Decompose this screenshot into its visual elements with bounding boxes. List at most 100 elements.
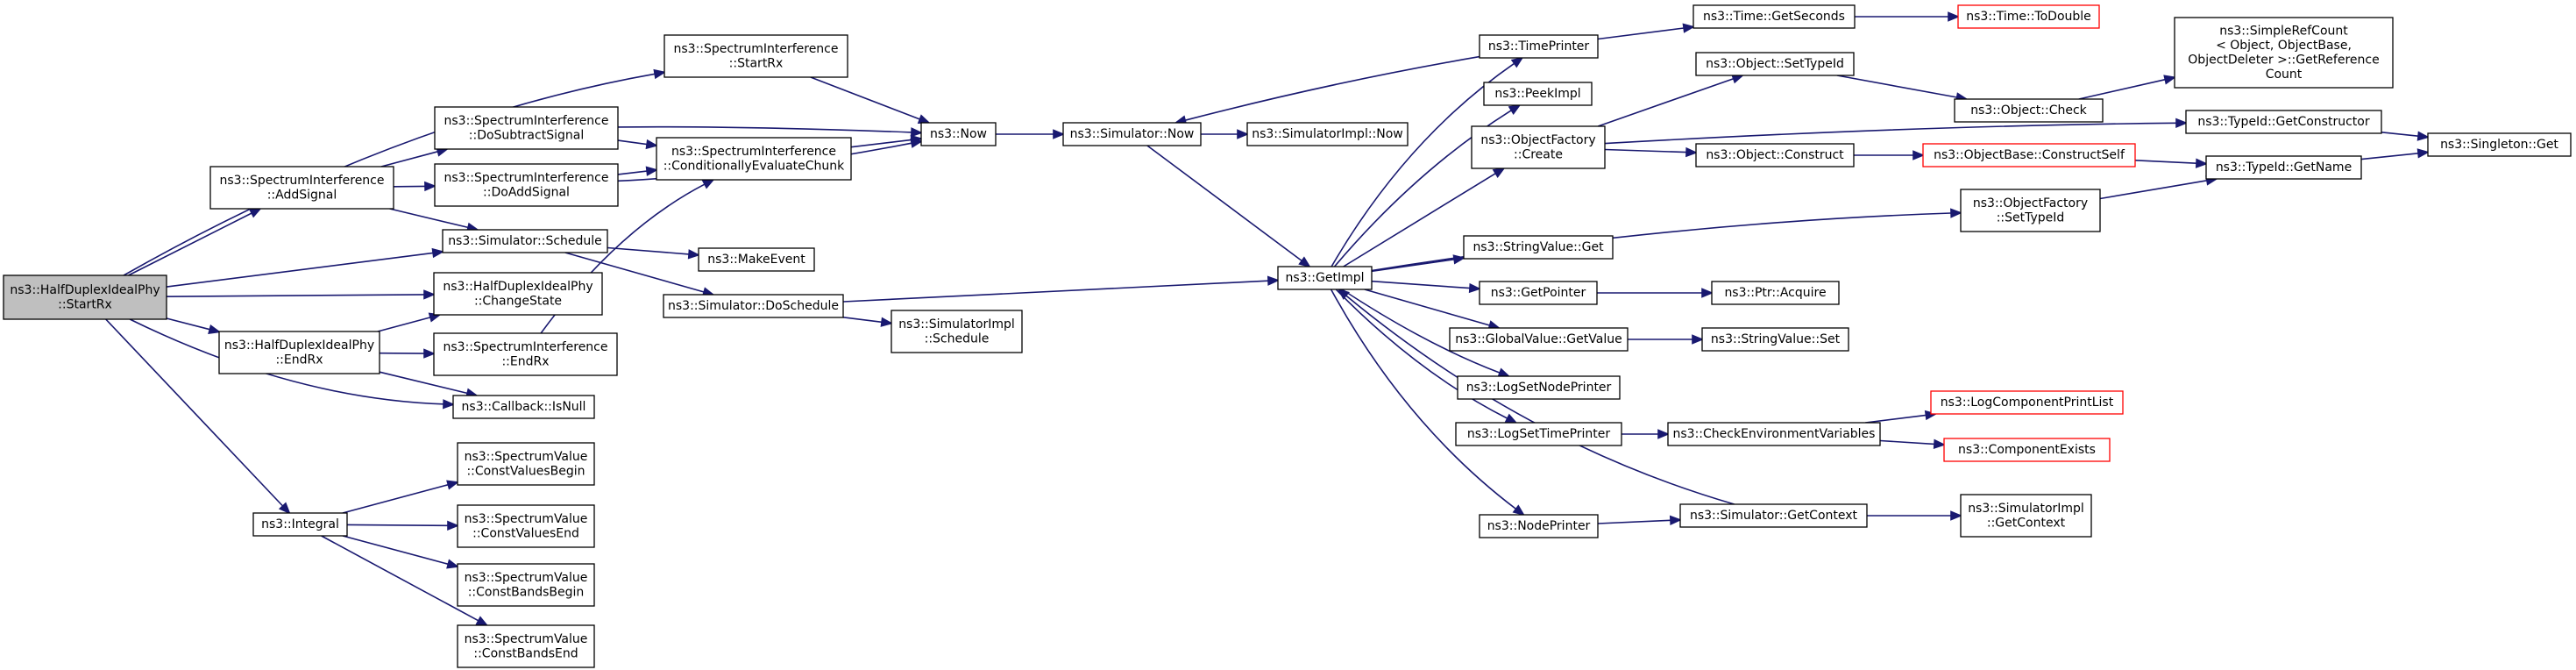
node-settypeid-obj[interactable]: ns3::Object::SetTypeId — [1695, 52, 1855, 76]
node-label: ns3::ObjectFactory — [1973, 196, 2088, 210]
node-label: ns3::Time::ToDouble — [1966, 10, 2091, 24]
node-si-endrx[interactable]: ns3::SpectrumInterference::EndRx — [433, 332, 618, 376]
node-changestate[interactable]: ns3::HalfDuplexIdealPhy::ChangeState — [433, 272, 603, 316]
edge-addsignal-to-doaddsignal — [393, 181, 437, 192]
node-svget[interactable]: ns3::StringValue::Get — [1463, 235, 1614, 260]
node-checkenv[interactable]: ns3::CheckEnvironmentVariables — [1667, 422, 1881, 446]
node-isnull[interactable]: ns3::Callback::IsNull — [452, 395, 595, 419]
edge-ofcreate-to-objconstruct — [1604, 146, 1699, 158]
arrowhead — [1053, 129, 1066, 139]
node-integral[interactable]: ns3::Integral — [252, 512, 348, 537]
edge-checkenv-to-logcomplist — [1865, 410, 1938, 424]
node-getimpl[interactable]: ns3::GetImpl — [1277, 266, 1373, 290]
edge-line — [1371, 280, 1471, 289]
node-box — [698, 247, 815, 272]
node-cvb[interactable]: ns3::SpectrumValue::ConstValuesBegin — [457, 442, 595, 486]
edge-ofsettypeid-to-getname — [2099, 175, 2218, 200]
node-label: ::ConstValuesEnd — [472, 526, 579, 540]
node-ofsettypeid[interactable]: ns3::ObjectFactory::SetTypeId — [1960, 189, 2101, 232]
node-condeval[interactable]: ns3::SpectrumInterference::Conditionally… — [656, 137, 852, 181]
node-simimplnow[interactable]: ns3::SimulatorImpl::Now — [1246, 122, 1409, 146]
node-makeevent[interactable]: ns3::MakeEvent — [698, 247, 815, 272]
node-box — [457, 624, 595, 668]
node-label: ns3::StringValue::Set — [1711, 332, 1841, 346]
node-singleton[interactable]: ns3::Singleton::Get — [2427, 132, 2572, 157]
node-getpointer[interactable]: ns3::GetPointer — [1479, 281, 1598, 305]
edge-objcheck-to-simplerefcount — [2078, 75, 2177, 100]
edge-getpointer-to-ptracquire — [1597, 288, 1714, 298]
node-box — [2205, 155, 2362, 180]
arrowhead — [278, 502, 291, 515]
edge-line — [617, 170, 648, 175]
node-ptracquire[interactable]: ns3::Ptr::Acquire — [1711, 281, 1840, 305]
node-box — [1711, 281, 1840, 305]
edge-simnow-to-getimpl — [1146, 145, 1311, 268]
node-getconstructor[interactable]: ns3::TypeId::GetConstructor — [2185, 110, 2382, 134]
node-getseconds[interactable]: ns3::Time::GetSeconds — [1692, 4, 1856, 29]
node-box — [1954, 98, 2104, 123]
node-label: ::Create — [1514, 147, 1563, 161]
node-label: ns3::HalfDuplexIdealPhy — [443, 280, 593, 294]
node-box — [1455, 422, 1622, 446]
node-timeprinter[interactable]: ns3::TimePrinter — [1479, 34, 1599, 59]
node-gvgetvalue[interactable]: ns3::GlobalValue::GetValue — [1449, 327, 1629, 352]
edge-ofcreate-to-settypeid-obj — [1597, 74, 1745, 127]
node-si-startrx[interactable]: ns3::SpectrumInterference::StartRx — [664, 34, 848, 78]
arrowhead — [447, 520, 460, 531]
node-compexists[interactable]: ns3::ComponentExists — [1943, 438, 2111, 462]
node-simgetcontext[interactable]: ns3::Simulator::GetContext — [1679, 503, 1868, 528]
node-now[interactable]: ns3::Now — [920, 122, 997, 146]
node-peekimpl[interactable]: ns3::PeekImpl — [1483, 82, 1593, 106]
node-nodeprinter[interactable]: ns3::NodePrinter — [1479, 514, 1599, 538]
node-label: ns3::SpectrumInterference — [220, 174, 385, 188]
node-simplerefcount[interactable]: ns3::SimpleRefCount< Object, ObjectBase,… — [2174, 17, 2394, 89]
edge-line — [1879, 439, 1935, 445]
edge-line — [377, 317, 431, 332]
node-label: ::GetContext — [1987, 516, 2066, 530]
node-simimplschedule[interactable]: ns3::SimulatorImpl::Schedule — [891, 310, 1023, 353]
node-svset[interactable]: ns3::StringValue::Set — [1701, 327, 1849, 352]
node-todouble[interactable]: ns3::Time::ToDouble — [1957, 4, 2100, 29]
arrowhead — [2195, 158, 2209, 168]
node-doschedule[interactable]: ns3::Simulator::DoSchedule — [663, 294, 844, 318]
edge-line — [1371, 212, 1952, 272]
arrowhead — [645, 166, 659, 176]
arrowhead — [1504, 413, 1518, 424]
node-cbb[interactable]: ns3::SpectrumValue::ConstBandsBegin — [457, 563, 595, 607]
arrowhead — [1512, 504, 1525, 517]
node-label: ::ConditionallyEvaluateChunk — [664, 159, 845, 173]
arrowhead — [475, 616, 489, 627]
node-constructself[interactable]: ns3::ObjectBase::ConstructSelf — [1922, 143, 2136, 168]
node-logtime[interactable]: ns3::LogSetTimePrinter — [1455, 422, 1622, 446]
node-objconstruct[interactable]: ns3::Object::Construct — [1695, 143, 1855, 168]
node-cbe[interactable]: ns3::SpectrumValue::ConstBandsEnd — [457, 624, 595, 668]
node-simimplgetcontext[interactable]: ns3::SimulatorImpl::GetContext — [1960, 494, 2092, 538]
arrowhead — [208, 324, 222, 334]
arrowhead — [1950, 208, 1963, 218]
node-endrx[interactable]: ns3::HalfDuplexIdealPhy::EndRx — [218, 331, 380, 374]
node-label: ::StartRx — [58, 297, 112, 311]
arrowhead — [880, 317, 894, 327]
edge-line — [2381, 132, 2419, 137]
node-doaddsignal[interactable]: ns3::SpectrumInterference::DoAddSignal — [434, 163, 619, 207]
node-schedule[interactable]: ns3::Simulator::Schedule — [442, 229, 608, 253]
node-logcomplist[interactable]: ns3::LogComponentPrintList — [1930, 390, 2124, 415]
node-ofcreate[interactable]: ns3::ObjectFactory::Create — [1471, 125, 1606, 169]
node-simnow[interactable]: ns3::Simulator::Now — [1062, 122, 1202, 146]
edge-doaddsignal-to-condeval — [617, 166, 659, 176]
arrowhead — [1933, 438, 1947, 450]
node-label: ns3::SimulatorImpl — [1968, 502, 2084, 516]
node-addsignal[interactable]: ns3::SpectrumInterference::AddSignal — [209, 166, 394, 210]
node-cve[interactable]: ns3::SpectrumValue::ConstValuesEnd — [457, 504, 595, 548]
node-objcheck[interactable]: ns3::Object::Check — [1954, 98, 2104, 123]
node-startrx[interactable]: ns3::HalfDuplexIdealPhy::StartRx — [3, 274, 167, 320]
node-box — [2174, 17, 2394, 89]
arrowhead — [1497, 367, 1511, 378]
node-getname[interactable]: ns3::TypeId::GetName — [2205, 155, 2362, 180]
node-dosubtract[interactable]: ns3::SpectrumInterference::DoSubtractSig… — [434, 106, 619, 150]
edge-line — [1865, 414, 1927, 424]
node-label: < Object, ObjectBase, — [2216, 39, 2352, 53]
node-lognode[interactable]: ns3::LogSetNodePrinter — [1457, 375, 1621, 400]
edge-line — [342, 535, 449, 566]
